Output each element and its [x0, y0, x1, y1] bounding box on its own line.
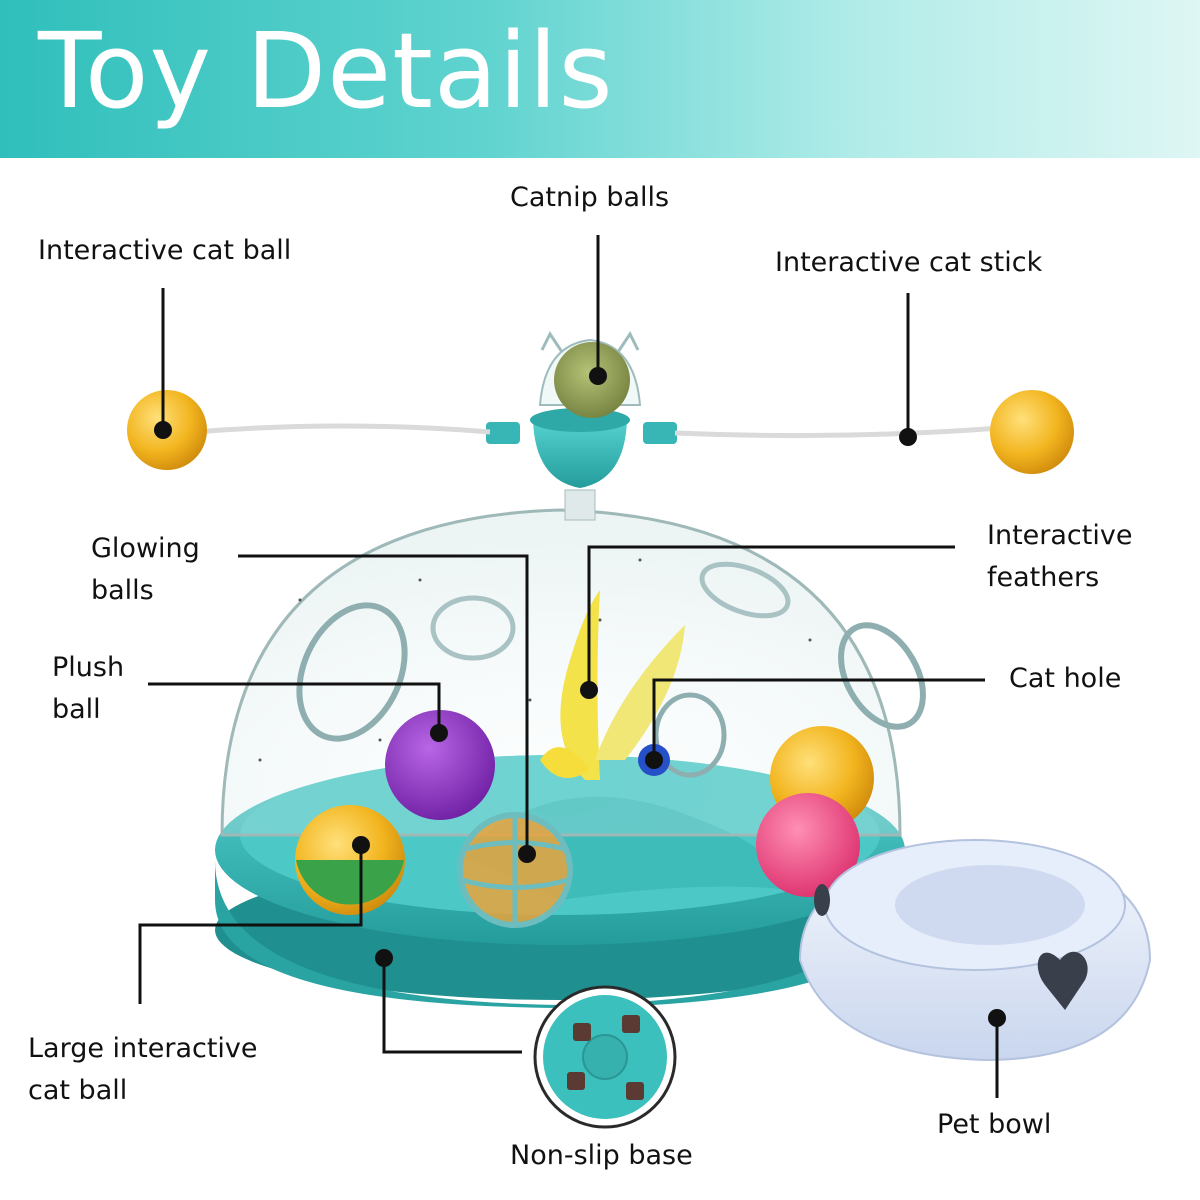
cat-stick — [127, 390, 1074, 474]
plush-ball-pink — [756, 793, 860, 897]
page-title: Toy Details — [38, 10, 614, 132]
label-interactive-cat-stick: Interactive cat stick — [775, 247, 1043, 278]
non-slip-base-inset — [533, 985, 677, 1129]
leader-dots — [154, 367, 1006, 1027]
label-interactive-cat-ball: Interactive cat ball — [38, 235, 292, 266]
label-non-slip-base: Non-slip base — [510, 1140, 693, 1171]
label-cat-hole: Cat hole — [1009, 663, 1122, 694]
stick-ball-right — [990, 390, 1074, 474]
label-large-interactive-cat-ball: Large interactive cat ball — [28, 1033, 258, 1106]
label-interactive-feathers: Interactive feathers — [987, 520, 1133, 593]
label-plush-ball: Plush ball — [52, 652, 125, 725]
title-banner: Toy Details — [0, 0, 1200, 158]
bell-ball — [457, 812, 573, 928]
pet-bowl-illustration — [798, 839, 1152, 1062]
large-interactive-ball — [295, 805, 405, 915]
leader-lines — [138, 235, 999, 1098]
label-catnip-balls: Catnip balls — [510, 182, 670, 213]
label-pet-bowl: Pet bowl — [937, 1109, 1052, 1140]
plush-ball-purple — [385, 710, 495, 820]
label-glowing-balls: Glowing balls — [91, 533, 200, 606]
